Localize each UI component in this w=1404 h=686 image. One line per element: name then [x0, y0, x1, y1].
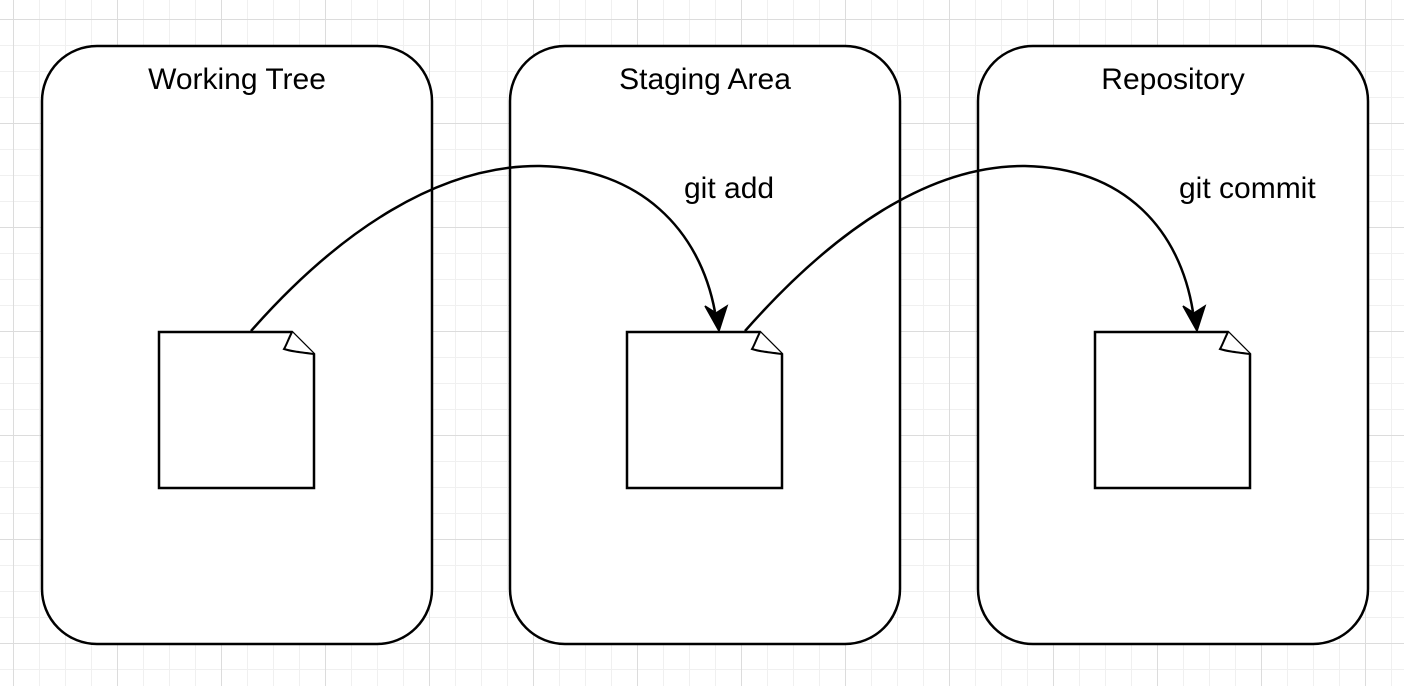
git-add-label: git add [684, 172, 775, 205]
git-commit-arrow[interactable] [744, 164, 1207, 333]
repository-file-icon[interactable] [1093, 330, 1252, 490]
git-commit-label: git commit [1179, 172, 1316, 205]
staging-area-title: Staging Area [619, 63, 791, 96]
git-commit-arrowhead-icon [1182, 304, 1207, 333]
repository-title: Repository [1101, 63, 1245, 96]
working-tree-title: Working Tree [148, 63, 326, 96]
working-tree-file-icon[interactable] [157, 330, 316, 490]
staging-area-file-icon[interactable] [625, 330, 784, 490]
git-add-arrow[interactable] [250, 164, 729, 333]
git-add-arrowhead-icon [704, 304, 729, 333]
